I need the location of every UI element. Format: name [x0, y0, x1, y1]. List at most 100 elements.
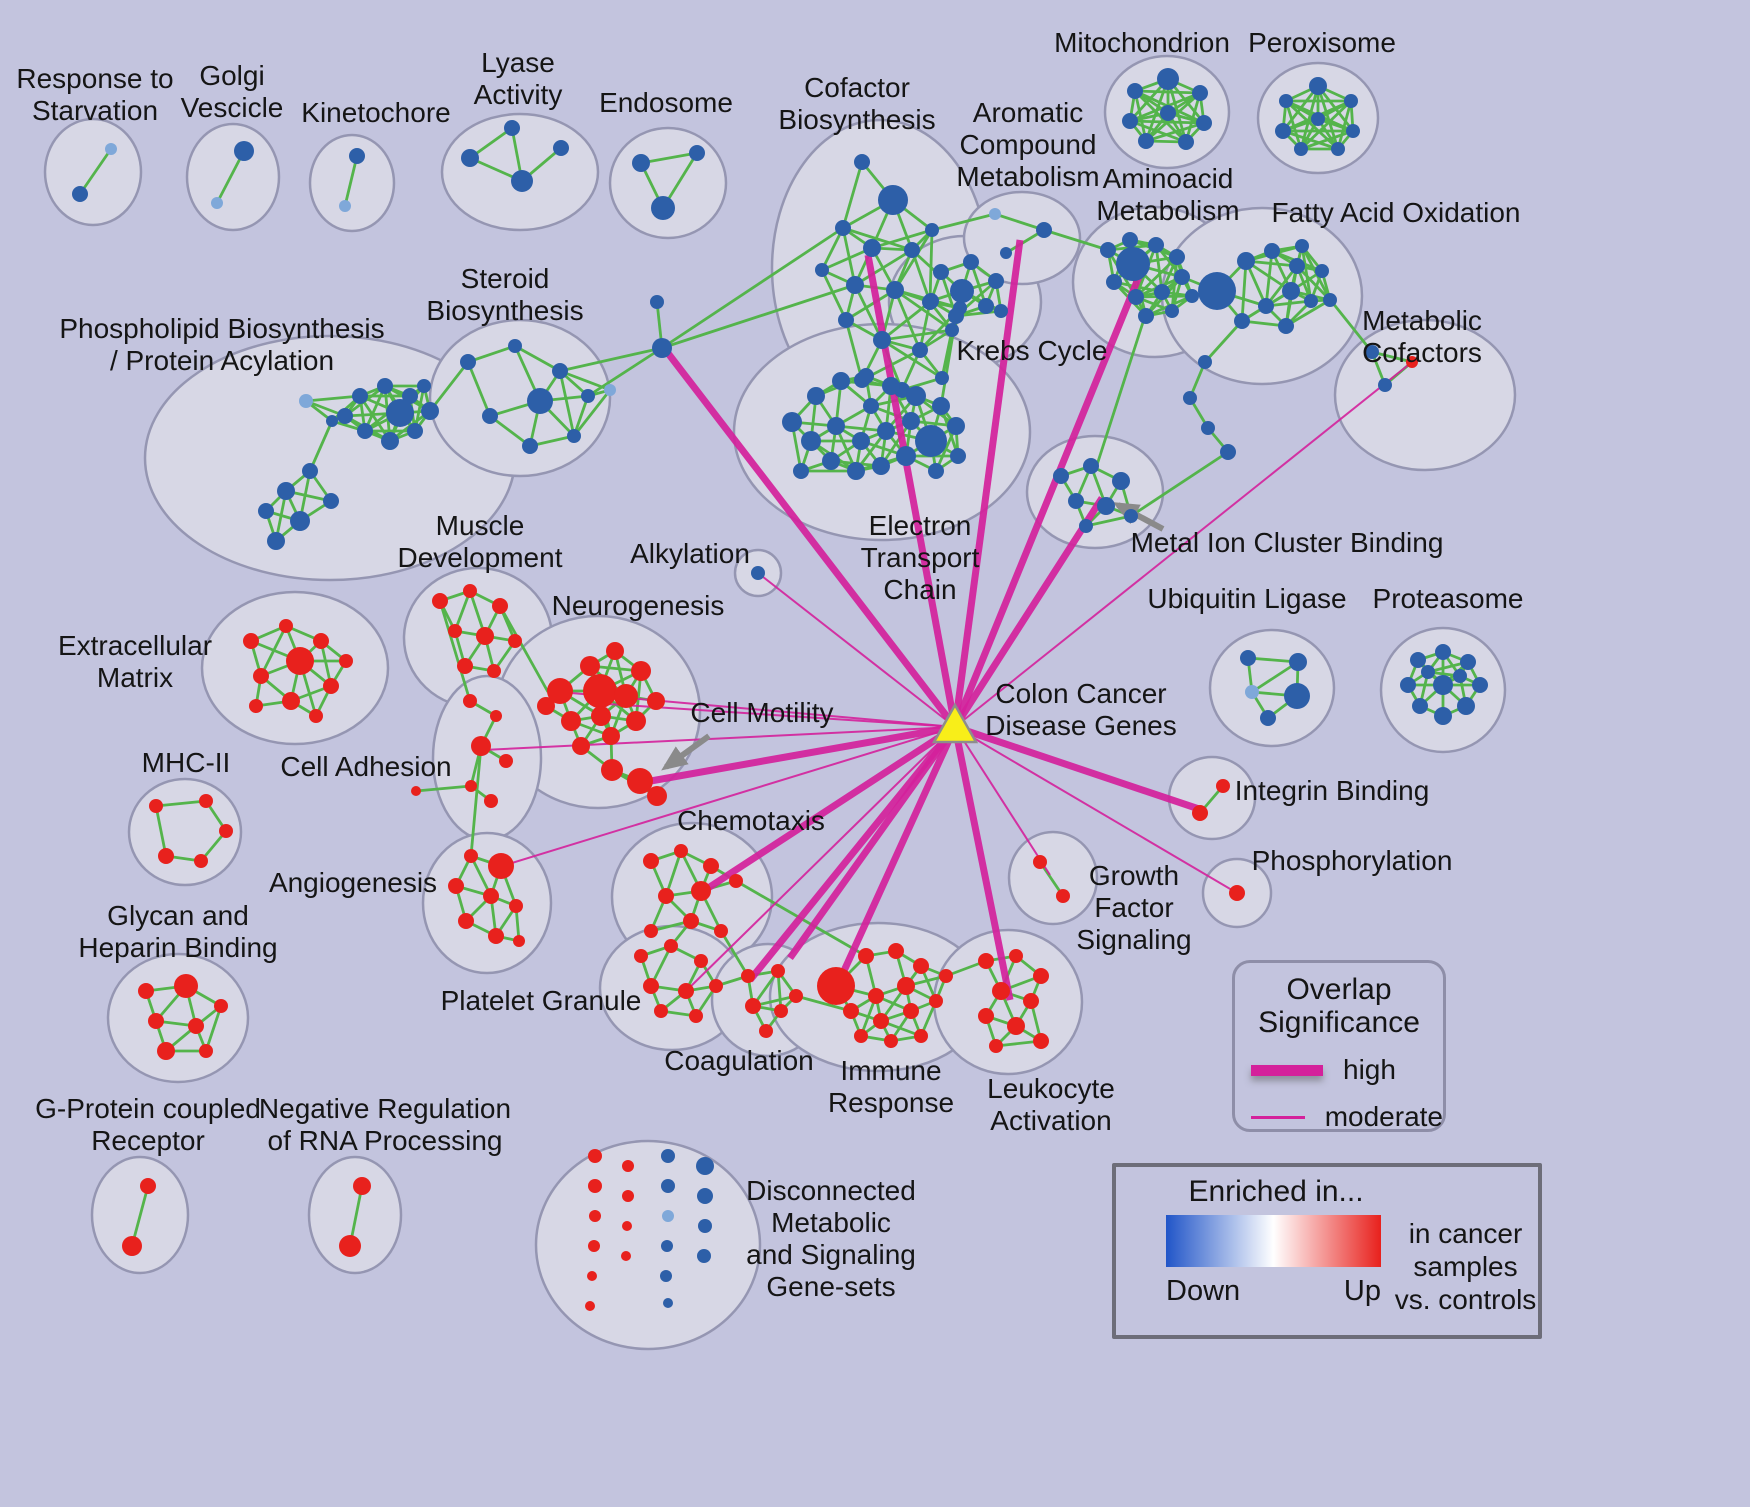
- enrichment-legend-body: Down Up in cancer samples vs. controls: [1116, 1215, 1538, 1316]
- gene-set-node: [1406, 356, 1418, 368]
- gene-set-node: [989, 1039, 1003, 1053]
- gene-set-node: [243, 633, 259, 649]
- gene-set-node: [547, 678, 573, 704]
- gene-set-node: [877, 422, 895, 440]
- gene-set-node: [1264, 243, 1280, 259]
- gene-set-node: [1023, 993, 1039, 1009]
- gene-set-node: [647, 692, 665, 710]
- gene-set-node: [835, 220, 851, 236]
- gene-set-node: [157, 1042, 175, 1060]
- gene-set-node: [492, 598, 508, 614]
- gene-set-overlap-edge: [820, 269, 848, 321]
- gene-set-node: [417, 379, 431, 393]
- gene-set-node: [1344, 94, 1358, 108]
- gene-set-overlap-edge: [1330, 301, 1374, 353]
- cluster-ellipse-disconnected-gene-sets: [534, 1139, 762, 1351]
- gene-set-overlap-edge: [881, 328, 953, 342]
- gene-set-node: [457, 658, 473, 674]
- moderate-significance-link: [954, 361, 1413, 728]
- gene-set-node: [1148, 237, 1164, 253]
- gene-set-node: [933, 264, 949, 280]
- gene-set-node: [488, 853, 514, 879]
- high-significance-link: [661, 345, 958, 730]
- enrichment-note-line2: samples: [1413, 1251, 1518, 1282]
- annotation-arrow-layer: [661, 502, 1165, 771]
- gene-set-node: [1138, 133, 1154, 149]
- gene-set-node: [402, 388, 418, 404]
- gene-set-node: [1282, 282, 1300, 300]
- gene-set-node: [771, 964, 785, 978]
- gene-set-node: [1240, 650, 1256, 666]
- gene-set-overlap-edge: [640, 151, 698, 165]
- gene-set-overlap-edge: [853, 284, 884, 341]
- gene-set-node: [947, 417, 965, 435]
- gene-set-node: [789, 989, 803, 1003]
- gene-set-node: [827, 417, 845, 435]
- gene-set-overlap-edge: [1336, 100, 1353, 150]
- gene-set-overlap-edge: [881, 300, 931, 342]
- gene-set-node: [72, 186, 88, 202]
- annotation-arrow-cell-motility: [661, 733, 711, 771]
- gene-set-node: [214, 999, 228, 1013]
- gene-set-overlap-edge: [1285, 298, 1331, 328]
- gene-set-node: [661, 1240, 673, 1252]
- gene-set-node: [511, 170, 533, 192]
- high-significance-link: [953, 723, 1204, 814]
- gene-set-node: [915, 425, 947, 457]
- gene-set-node: [928, 463, 944, 479]
- gene-set-node: [651, 196, 675, 220]
- gene-set-node: [1122, 232, 1138, 248]
- gene-set-node: [697, 1249, 711, 1263]
- gene-set-node: [697, 1188, 713, 1204]
- gene-set-overlap-edge: [1145, 121, 1205, 143]
- cluster-label-neurogenesis: Neurogenesis: [552, 590, 725, 621]
- gene-set-node: [843, 1003, 859, 1019]
- moderate-significance-label: moderate: [1324, 1101, 1443, 1132]
- gene-set-node: [963, 254, 979, 270]
- gene-set-node: [337, 408, 353, 424]
- gene-set-node: [1295, 239, 1309, 253]
- gene-set-node: [1453, 669, 1467, 683]
- gene-set-node: [882, 377, 900, 395]
- gene-set-node: [253, 668, 269, 684]
- gene-set-overlap-edge: [130, 1185, 150, 1247]
- gene-set-overlap-edge: [1281, 85, 1320, 132]
- gene-set-node: [286, 647, 314, 675]
- gene-set-node: [1053, 468, 1069, 484]
- cluster-label-angiogenesis: Angiogenesis: [269, 867, 437, 898]
- overlap-legend-title: Overlap Significance: [1235, 973, 1443, 1039]
- enrichment-note-line1: in cancer: [1408, 1218, 1523, 1249]
- gene-set-overlap-edge: [881, 338, 943, 380]
- gene-set-node: [290, 511, 310, 531]
- gene-set-node: [678, 983, 694, 999]
- gene-set-node: [1400, 677, 1416, 693]
- down-label: Down: [1166, 1275, 1241, 1307]
- enrichment-gradient-bar: [1166, 1215, 1381, 1267]
- enrichment-gradient-ends: Down Up: [1166, 1275, 1381, 1308]
- gene-set-overlap-edge: [821, 246, 873, 272]
- enrichment-gradient-block: Down Up: [1166, 1215, 1381, 1316]
- gene-set-node: [923, 293, 939, 309]
- gene-set-node: [1260, 710, 1276, 726]
- gene-set-node: [1116, 247, 1150, 281]
- gene-set-node: [815, 263, 829, 277]
- gene-set-node: [988, 273, 1004, 289]
- gene-set-overlap-edge: [879, 420, 913, 467]
- gene-set-node: [1033, 855, 1047, 869]
- enrichment-legend: Enriched in... Down Up in cancer samples…: [1112, 1163, 1542, 1339]
- gene-set-node: [465, 780, 477, 792]
- gene-set-node: [897, 977, 915, 995]
- gene-set-node: [1216, 779, 1230, 793]
- gene-set-node: [1068, 493, 1084, 509]
- gene-set-node: [832, 372, 850, 390]
- gene-set-node: [323, 493, 339, 509]
- gene-set-node: [729, 874, 743, 888]
- gene-set-node: [992, 982, 1010, 1000]
- cluster-label-cell-adhesion: Cell Adhesion: [280, 751, 451, 782]
- gene-set-node: [606, 642, 624, 660]
- gene-set-overlap-edge: [1300, 129, 1354, 151]
- cluster-ellipse-metabolic-cofactors: [1333, 318, 1517, 472]
- gene-set-node: [906, 386, 926, 406]
